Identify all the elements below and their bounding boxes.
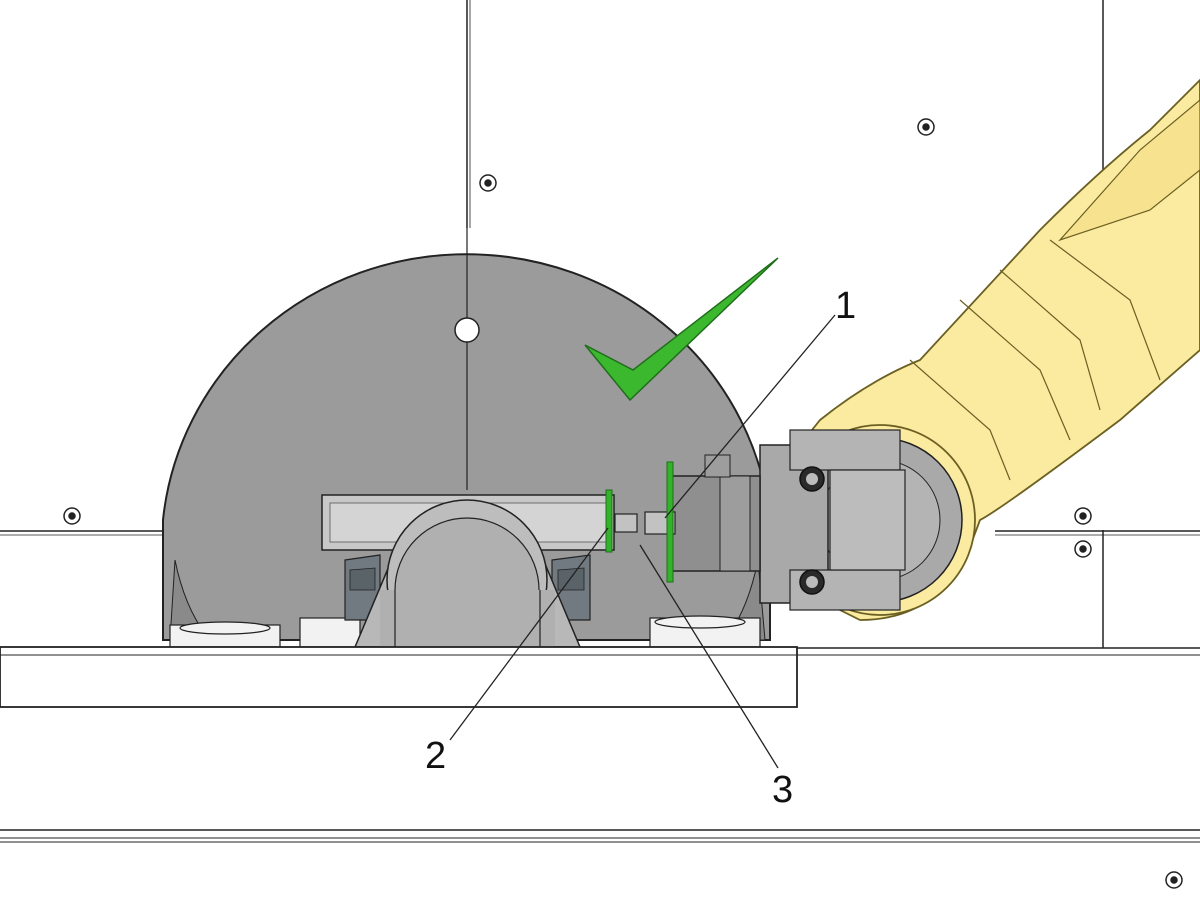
- highlight-plate-3: [666, 461, 674, 583]
- panel-screws: [63, 118, 1183, 889]
- fixture-assembly: [321, 494, 615, 663]
- checkmark-icon: [584, 257, 779, 402]
- enclosure-panels: [0, 0, 1200, 648]
- callout-label-3: 3: [772, 769, 793, 811]
- screw-icon: [63, 507, 81, 525]
- guard-hole: [454, 317, 480, 343]
- machine-table: [0, 646, 1200, 843]
- base-feet: [169, 615, 761, 648]
- screw-icon: [479, 174, 497, 192]
- leader-line-2: [449, 527, 609, 741]
- screw-icon: [1074, 507, 1092, 525]
- leader-line-1: [664, 314, 836, 519]
- screw-icon: [1165, 871, 1183, 889]
- screw-icon: [1074, 540, 1092, 558]
- workpiece-pin: [614, 513, 638, 533]
- callout-label-2: 2: [425, 735, 446, 777]
- screw-icon: [917, 118, 935, 136]
- tool-gripper: [605, 429, 906, 611]
- highlight-plate-2: [605, 489, 613, 553]
- leader-line-3: [639, 544, 779, 769]
- callout-label-1: 1: [835, 285, 856, 327]
- callout-leaders: [449, 314, 836, 769]
